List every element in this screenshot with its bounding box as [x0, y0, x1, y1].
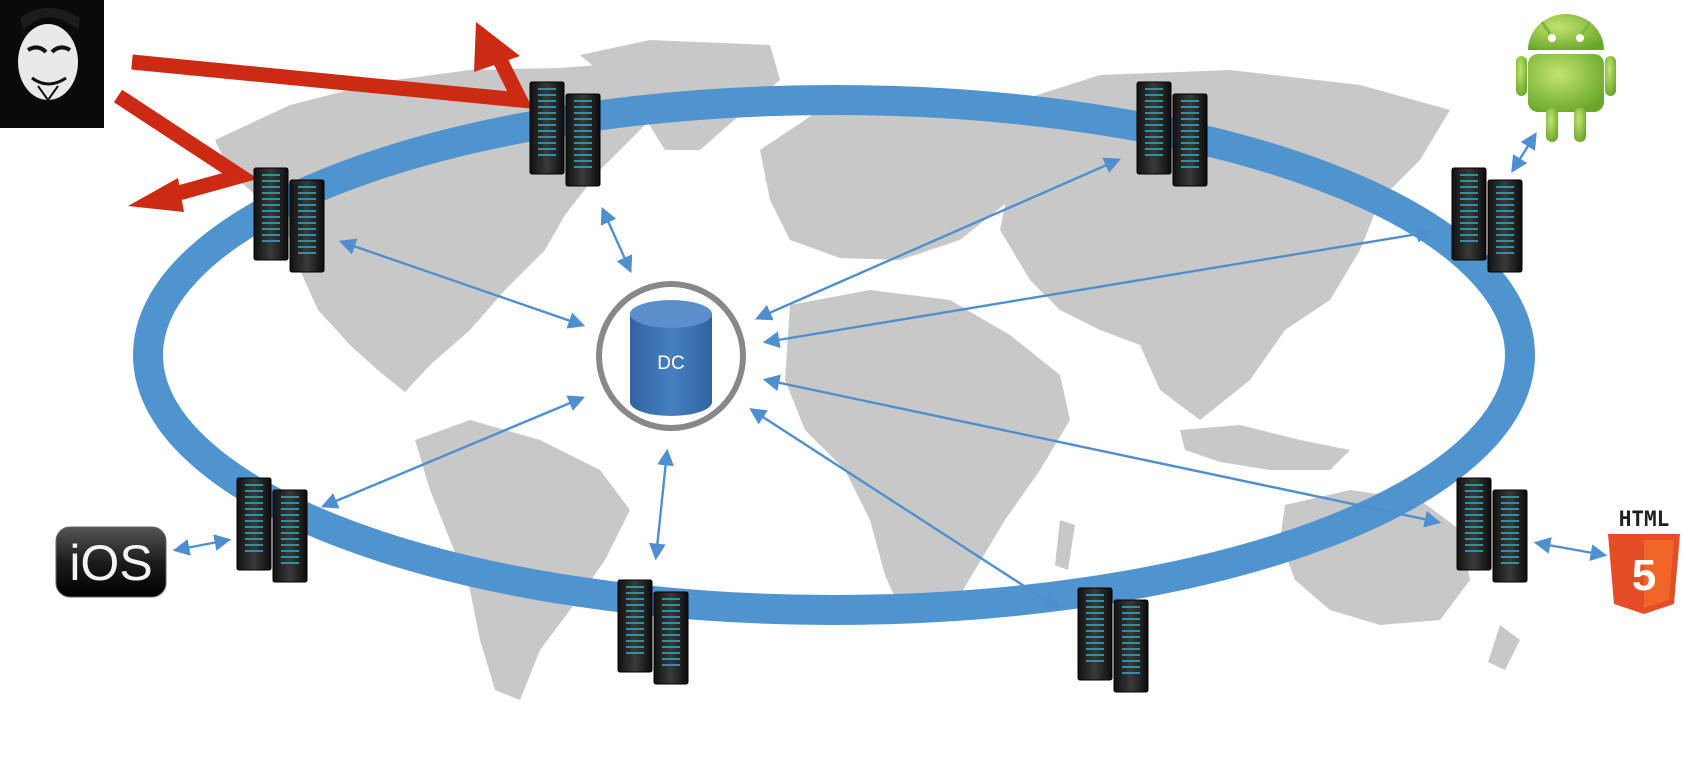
islands-southeast-asia: [1180, 425, 1350, 470]
attack-arrowhead-top: [474, 22, 520, 72]
ios-label: iOS: [69, 535, 152, 591]
dc-label: DC: [657, 353, 684, 374]
ios-client: iOS: [55, 526, 167, 598]
html5-client: HTML 5: [1608, 507, 1680, 614]
island-new-zealand: [1488, 625, 1520, 670]
link-dc-south-america-west: [320, 395, 586, 509]
attack-arrow-left: [113, 89, 258, 204]
dc-node: DC: [596, 281, 746, 431]
html5-label: HTML: [1619, 507, 1670, 531]
attacker: [0, 0, 104, 128]
link-dc-australia: [762, 374, 1442, 528]
attack-arrow-top: [131, 46, 533, 109]
link-dc-japan: [762, 225, 1434, 349]
html5-badge: 5: [1632, 551, 1656, 600]
anonymous-mask-icon: [18, 8, 80, 102]
link-dc-south-america: [649, 448, 674, 561]
link-dc-northamerica-west: [338, 238, 586, 329]
edge-server-south-africa: [1077, 587, 1149, 693]
android-icon: [1516, 14, 1616, 142]
link-dc-south-africa: [749, 408, 1061, 610]
continent-africa: [785, 290, 1070, 620]
link-ios-edge: [172, 534, 232, 556]
island-madagascar: [1055, 520, 1075, 570]
edge-network-ring: [133, 85, 1535, 625]
attack-arrowhead-left: [128, 178, 184, 212]
link-dc-northamerica-east: [600, 206, 633, 274]
link-android-edge: [1511, 132, 1537, 173]
attack-arrows: [113, 22, 533, 212]
link-html5-edge: [1533, 537, 1608, 561]
links: [172, 132, 1608, 610]
edge-server-australia: [1456, 477, 1528, 583]
